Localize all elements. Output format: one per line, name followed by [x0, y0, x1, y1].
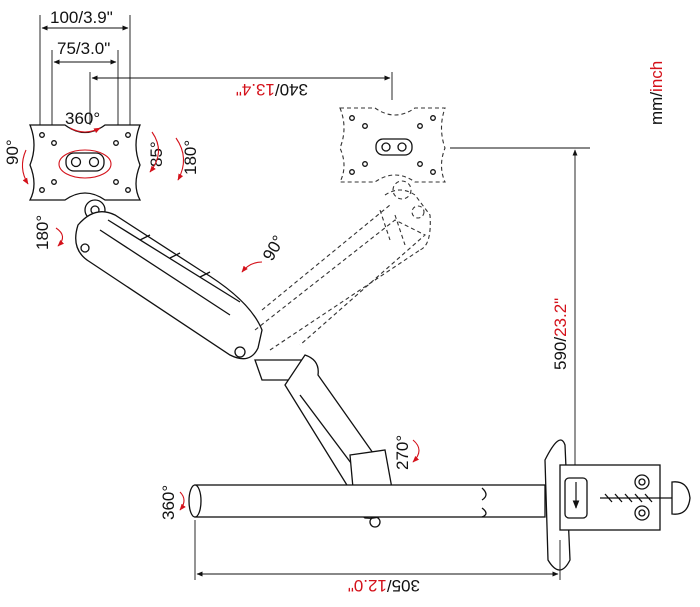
units-label: mm/inch [647, 61, 666, 125]
tilt-side-label: 90° [3, 139, 22, 165]
arm-tilt-label: 90° [259, 232, 288, 264]
horizontal-pole [188, 484, 546, 518]
desk-clamp [544, 439, 691, 571]
reach-mm: 340/ [275, 80, 308, 99]
right-vesa-plate [339, 107, 446, 183]
units-mm: mm/ [647, 92, 666, 125]
pole-swivel-label: 360° [159, 485, 178, 520]
pole-inch: 12.0" [348, 576, 387, 595]
reach-inch: 13.4" [236, 80, 275, 99]
reach-dimension [89, 72, 393, 125]
height-inch: 23.2" [551, 298, 570, 337]
arm-swivel-label: 270° [393, 435, 412, 470]
plate-rotation-label: 360° [65, 109, 100, 128]
swivel-plate-label: 180° [33, 215, 52, 250]
tilt-up-label: 85° [147, 141, 166, 167]
height-dimension [450, 147, 590, 496]
pole-dimension [194, 520, 561, 580]
tilt-down-label: 180° [181, 140, 200, 175]
vesa-large-label: 100/3.9" [50, 8, 113, 27]
height-mm: 590/ [551, 337, 570, 370]
lower-arm [75, 199, 310, 381]
pole-label: 305/12.0" [348, 576, 420, 595]
vesa-dimensions [39, 15, 131, 130]
pole-mm: 305/ [387, 576, 420, 595]
units-inch: inch [647, 61, 666, 92]
height-label: 590/23.2" [551, 298, 570, 370]
reach-label: 340/13.4" [236, 80, 308, 99]
left-vesa-plate [28, 124, 142, 201]
vesa-small-label: 75/3.0" [57, 39, 110, 58]
upper-arm-dashed [254, 180, 431, 351]
